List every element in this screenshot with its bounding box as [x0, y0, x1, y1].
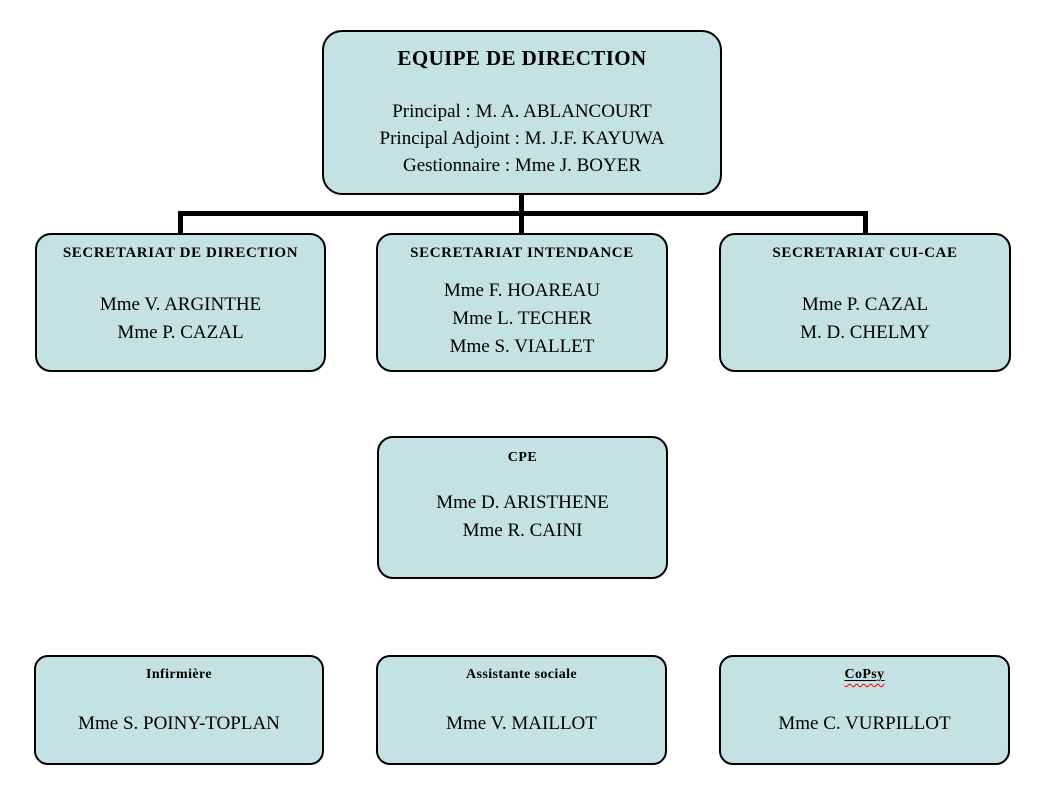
spellcheck-squiggle: CoPsy [844, 667, 884, 682]
member-name: Mme L. TECHER [452, 307, 592, 329]
box-members: Principal : M. A. ABLANCOURT Principal A… [324, 71, 720, 193]
member-name: Mme C. VURPILLOT [778, 712, 951, 734]
member-name: Mme P. CAZAL [801, 293, 929, 315]
org-box-copsy: CoPsy Mme C. VURPILLOT [719, 655, 1010, 765]
box-title: CPE [507, 450, 538, 465]
box-title: SECRETARIAT INTENDANCE [410, 245, 634, 261]
org-box-equipe-de-direction: EQUIPE DE DIRECTION Principal : M. A. AB… [322, 30, 722, 195]
member-name: Principal Adjoint : M. J.F. KAYUWA [379, 127, 665, 149]
box-title: SECRETARIAT DE DIRECTION [62, 245, 299, 261]
connector-drop-right [863, 211, 868, 235]
member-name: Mme V. ARGINTHE [99, 293, 262, 315]
connector-drop-middle [519, 211, 524, 235]
member-name: M. D. CHELMY [800, 321, 930, 343]
box-title: Assistante sociale [465, 667, 578, 682]
member-name: Mme R. CAINI [462, 520, 583, 541]
box-title: SECRETARIAT CUI-CAE [772, 245, 958, 261]
box-members: Mme S. POINY-TOPLAN [36, 684, 322, 763]
org-box-infirmiere: Infirmière Mme S. POINY-TOPLAN [34, 655, 324, 765]
org-box-assistante-sociale: Assistante sociale Mme V. MAILLOT [376, 655, 667, 765]
box-members: Mme D. ARISTHENE Mme R. CAINI [379, 467, 666, 577]
member-name: Mme D. ARISTHENE [436, 492, 609, 513]
member-name: Mme P. CAZAL [117, 321, 244, 343]
org-box-secretariat-intendance: SECRETARIAT INTENDANCE Mme F. HOAREAU Mm… [376, 233, 668, 372]
box-title: CoPsy [721, 657, 1008, 684]
box-members: Mme F. HOAREAU Mme L. TECHER Mme S. VIAL… [378, 263, 666, 370]
org-box-cpe: CPE Mme D. ARISTHENE Mme R. CAINI [377, 436, 668, 579]
box-members: Mme C. VURPILLOT [721, 684, 1008, 763]
connector-drop-left [178, 211, 183, 235]
org-box-secretariat-de-direction: SECRETARIAT DE DIRECTION Mme V. ARGINTHE… [35, 233, 326, 372]
member-name: Mme S. VIALLET [449, 335, 595, 357]
member-name: Mme F. HOAREAU [443, 279, 601, 301]
box-title-text: CoPsy [844, 667, 885, 682]
member-name: Mme V. MAILLOT [446, 712, 597, 734]
box-members: Mme V. MAILLOT [378, 684, 665, 763]
connector-stem [519, 194, 524, 214]
member-name: Principal : M. A. ABLANCOURT [392, 100, 652, 122]
member-name: Mme S. POINY-TOPLAN [78, 712, 280, 734]
box-members: Mme V. ARGINTHE Mme P. CAZAL [37, 263, 324, 370]
box-title: EQUIPE DE DIRECTION [397, 46, 647, 70]
org-box-secretariat-cui-cae: SECRETARIAT CUI-CAE Mme P. CAZAL M. D. C… [719, 233, 1011, 372]
member-name: Gestionnaire : Mme J. BOYER [402, 154, 641, 176]
box-title: Infirmière [146, 667, 212, 682]
box-members: Mme P. CAZAL M. D. CHELMY [721, 263, 1009, 370]
